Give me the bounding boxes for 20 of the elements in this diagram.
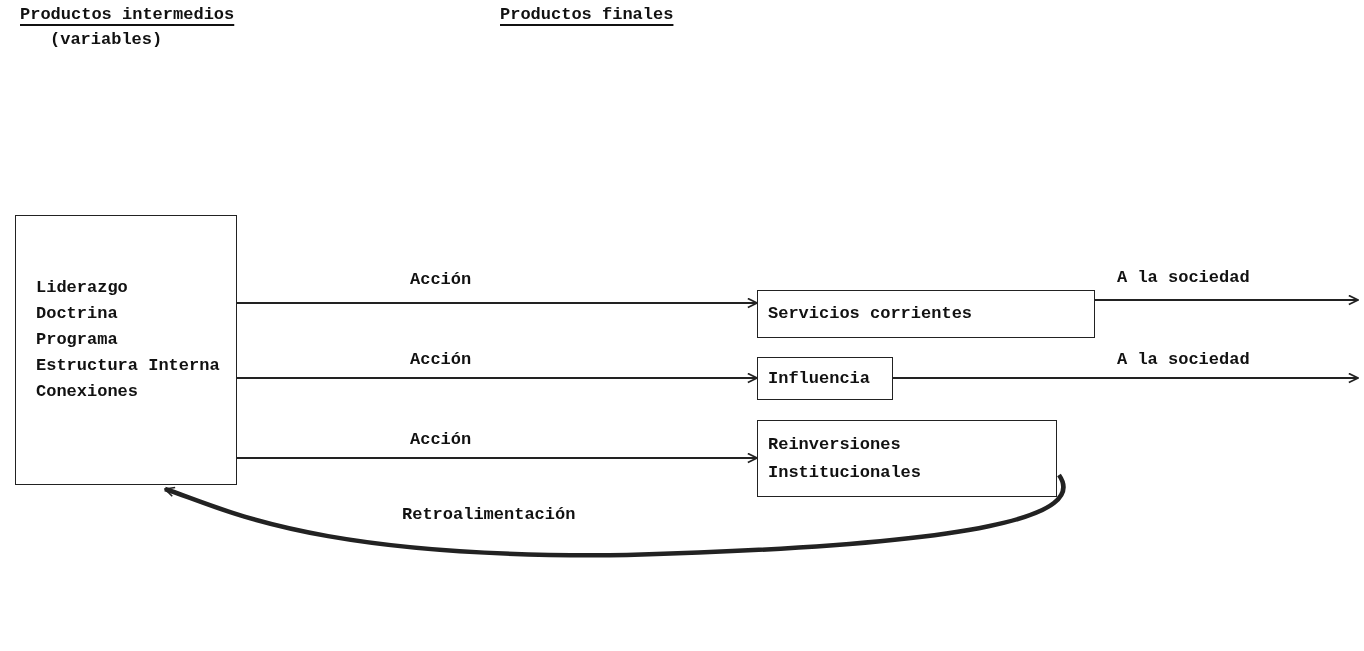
node-text: Servicios corrientes bbox=[768, 303, 974, 325]
text-box bbox=[757, 290, 1095, 338]
arrow bbox=[236, 452, 758, 464]
node-text: Conexiones bbox=[36, 381, 140, 403]
node-text: Influencia bbox=[768, 367, 872, 390]
text-box bbox=[757, 420, 1057, 497]
heading-text: Productos finales bbox=[500, 5, 674, 24]
arrow bbox=[1094, 294, 1359, 306]
arrow bbox=[236, 372, 758, 384]
text-box bbox=[15, 215, 237, 485]
arrow bbox=[236, 297, 758, 309]
node-text: Liderazgo bbox=[36, 277, 129, 299]
arrow bbox=[892, 372, 1359, 384]
node-text: Programa bbox=[36, 329, 119, 351]
heading-text: (variables) bbox=[50, 30, 163, 49]
node-text: Estructura Interna bbox=[36, 355, 221, 377]
heading-text: Productos intermedios bbox=[20, 5, 235, 24]
text-box bbox=[757, 357, 893, 400]
node-text: Reinversiones Institucionales bbox=[768, 433, 923, 484]
node-text: Doctrina bbox=[36, 303, 119, 325]
